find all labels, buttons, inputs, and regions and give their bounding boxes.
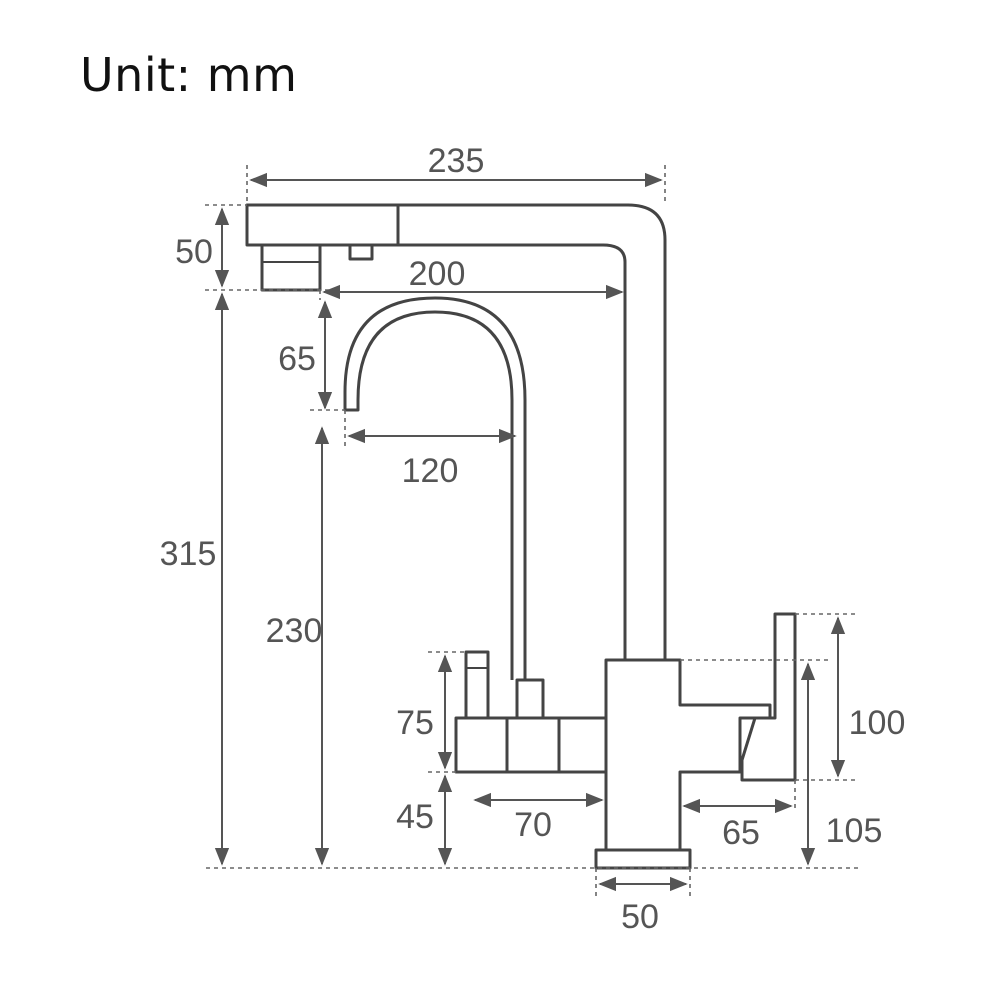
left-body-block	[505, 716, 561, 774]
right-lever	[740, 612, 797, 782]
dim-label-120: 120	[402, 452, 459, 490]
left-body-outer	[454, 716, 608, 774]
dimension-labels: 235 50 200 315 65 120 230 75 45 70 65 10…	[160, 142, 906, 936]
base-plate	[594, 848, 692, 870]
unit-label: Unit: mm	[80, 48, 298, 102]
dimension-lines	[214, 172, 846, 892]
dim-label-105: 105	[826, 812, 883, 850]
dim-label-315: 315	[160, 535, 217, 573]
dim-label-50-base: 50	[621, 898, 659, 936]
dim-label-100: 100	[849, 704, 906, 742]
faucet-outline	[245, 203, 797, 870]
dim-label-45: 45	[396, 798, 434, 836]
dim-label-75: 75	[396, 704, 434, 742]
left-handle-stem	[464, 650, 490, 720]
dim-label-230: 230	[266, 612, 323, 650]
dim-label-65-lever: 65	[722, 814, 760, 852]
dim-label-235: 235	[428, 142, 485, 180]
dim-label-65-arc: 65	[278, 340, 316, 378]
dim-label-200: 200	[409, 255, 466, 293]
dim-label-50-top: 50	[175, 233, 213, 271]
gooseneck-collar	[515, 678, 545, 720]
dim-label-70: 70	[514, 806, 552, 844]
extension-lines	[205, 165, 860, 898]
aerator-nozzle	[348, 243, 374, 261]
aerator-head	[260, 245, 322, 292]
